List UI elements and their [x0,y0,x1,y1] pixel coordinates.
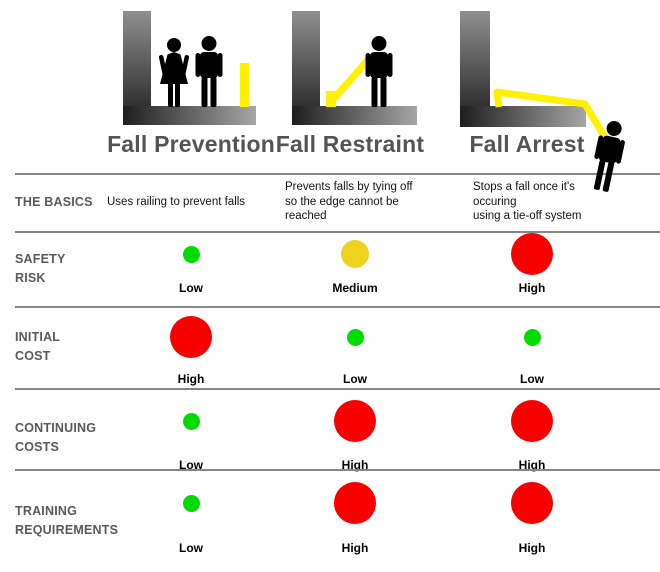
rating-cell: Low [115,231,267,306]
rating-label: High [518,458,546,472]
risk-dot [334,482,376,524]
fall-arrest-graphic [460,11,629,194]
rating-cell: Low [115,469,267,572]
risk-dot [334,400,376,442]
risk-dot [341,240,369,268]
male-figure-icon [365,36,393,107]
risk-dot [182,245,200,263]
rating-cell: High [443,231,621,306]
row-continuing-costs: CONTINUING COSTS Low High High [0,388,660,472]
rating-cell: Medium [267,231,443,306]
rating-cell: High [267,388,443,472]
risk-dot [170,316,212,358]
comparison-table: THE BASICS Uses railing to prevent falls… [0,173,660,572]
rating-cell: High [115,306,267,388]
rating-label: Low [343,372,367,386]
rating-label: Low [520,372,544,386]
basics-fall-arrest-text: Stops a fall once it's occuring using a … [473,181,582,223]
column-title-fall-restraint: Fall Restraint [275,131,425,157]
risk-dot [511,482,553,524]
rating-label: Low [179,458,203,472]
row-label: SAFETY RISK [15,251,66,285]
female-figure-icon [158,38,190,107]
tether-line-icon [328,57,371,105]
anchor-icon [326,91,336,107]
row-label: THE BASICS [15,194,93,209]
rating-cell: Low [443,306,621,388]
row-training-requirements: TRAINING REQUIREMENTS Low High High [0,469,660,572]
risk-dot [346,328,364,346]
rating-label: High [341,541,369,555]
rating-cell: Low [267,306,443,388]
risk-dot [511,400,553,442]
column-title-fall-arrest: Fall Arrest [469,131,585,157]
rating-label: High [177,372,205,386]
fall-prevention-graphic [123,11,256,125]
rating-label: Low [179,541,203,555]
wall-graphic [460,11,490,125]
male-figure-icon [195,36,223,107]
basics-fall-restraint-text: Prevents falls by tying off so the edge … [285,181,413,223]
rating-cell: High [443,469,621,572]
rating-cell: High [267,469,443,572]
rating-label: Low [179,281,203,295]
rating-label: High [341,458,369,472]
rating-label: High [518,541,546,555]
floor-graphic [123,106,256,125]
rating-cell: Low [115,388,267,472]
row-safety-risk: SAFETY RISK Low Medium High [0,231,660,306]
basics-fall-prevention-text: Uses railing to prevent falls [107,195,246,208]
floor-graphic [292,106,417,125]
guardrail-icon [240,63,249,107]
floor-graphic [460,106,586,127]
risk-dot [182,494,200,512]
rating-label: High [518,281,546,295]
fall-restraint-graphic [292,11,417,125]
row-label: INITIAL COST [15,330,61,363]
rating-cell: High [443,388,621,472]
risk-dot [523,328,541,346]
row-label: CONTINUING COSTS [15,421,97,454]
rating-label: Medium [332,281,378,295]
risk-dot [182,412,200,430]
header-graphics: Fall Prevention Fall Restraint Fall Arre… [0,0,660,194]
risk-dot [511,233,553,275]
column-title-fall-prevention: Fall Prevention [107,131,275,157]
wall-graphic [292,11,320,125]
wall-graphic [123,11,151,125]
row-initial-cost: INITIAL COST High Low Low [0,306,660,388]
row-label: TRAINING REQUIREMENTS [15,503,119,537]
row-the-basics: THE BASICS Uses railing to prevent falls… [0,173,660,231]
